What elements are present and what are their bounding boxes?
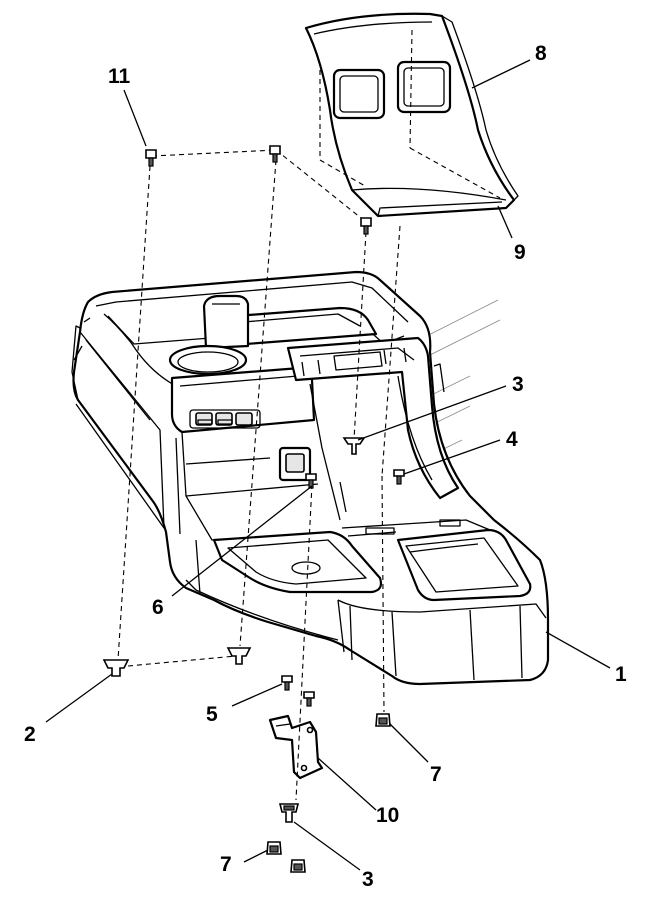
screw-4	[393, 469, 405, 485]
leader-lines	[45, 59, 611, 871]
callout-4: 4	[506, 428, 518, 451]
nut-7-bottom-left	[266, 841, 282, 855]
callout-3-lower: 3	[362, 868, 374, 891]
part-10-bracket	[268, 714, 324, 780]
assembly-lines	[117, 149, 401, 801]
nut-7-bottom-right	[290, 859, 306, 873]
callout-2: 2	[24, 723, 36, 746]
nut-7-right	[375, 713, 391, 727]
callout-3-upper: 3	[512, 373, 524, 396]
callout-5: 5	[206, 703, 218, 726]
clip-2-right	[226, 647, 252, 665]
clip-3-lower	[278, 803, 300, 823]
callout-10: 10	[376, 804, 399, 827]
clip-2-left	[102, 659, 130, 677]
screw-11-left	[145, 149, 157, 167]
callout-labels: 11 8 9 3 4 6 1 2 5 7 10 3 7	[24, 42, 627, 891]
screw-11-center	[269, 145, 281, 163]
screw-6	[305, 473, 317, 489]
screw-11-right	[360, 217, 372, 235]
callout-8: 8	[535, 42, 547, 65]
screw-5-right	[303, 691, 315, 707]
callout-1: 1	[615, 663, 627, 686]
callout-6: 6	[152, 596, 164, 619]
callout-11: 11	[108, 65, 131, 88]
fasteners	[102, 145, 405, 873]
clip-3-upper	[342, 437, 366, 455]
callout-7-left: 7	[220, 853, 232, 876]
part-8-top-cover-panel	[304, 12, 519, 218]
callout-9: 9	[514, 241, 526, 264]
callout-7-right: 7	[430, 763, 442, 786]
screw-5-left	[281, 675, 293, 691]
